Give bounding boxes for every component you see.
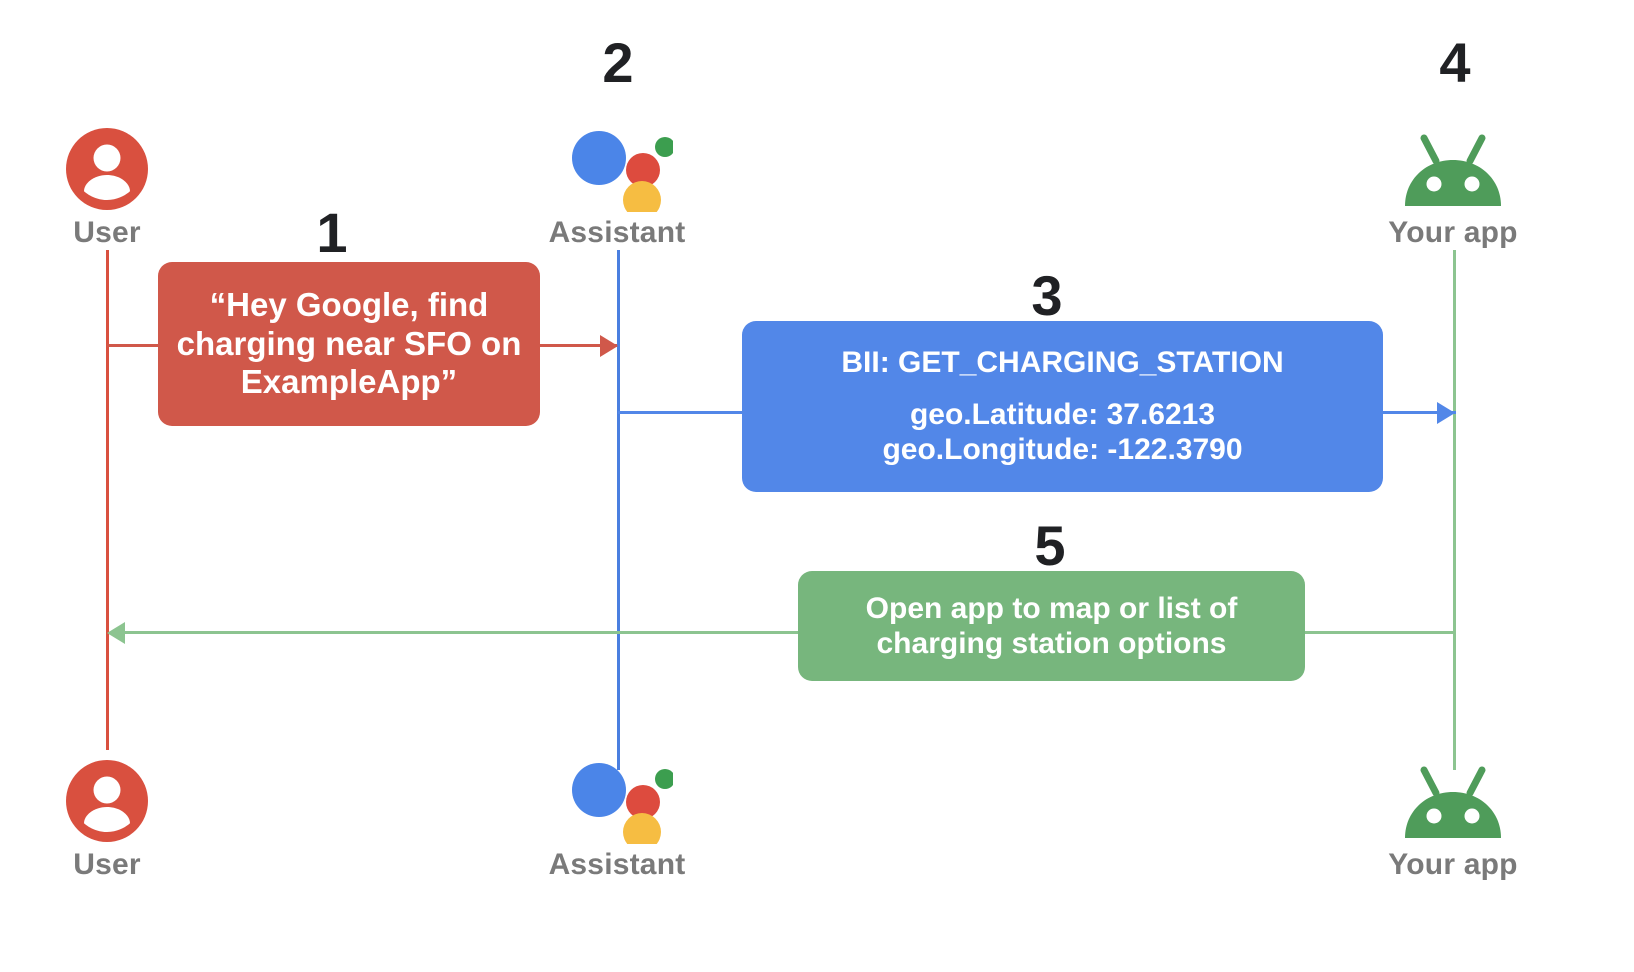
android-robot-icon xyxy=(1338,752,1568,844)
step-number-4: 4 xyxy=(1439,31,1471,94)
actor-label-assistant-bottom: Assistant xyxy=(548,848,686,881)
step-number-3: 3 xyxy=(1031,264,1063,327)
connector-app-to-user xyxy=(112,631,1456,634)
step-number-5: 5 xyxy=(1034,514,1066,577)
actor-your-app-bottom: Your app xyxy=(1338,752,1568,880)
step-number-1: 1 xyxy=(316,201,348,264)
lifeline-assistant xyxy=(617,250,620,770)
bii-param-latitude: geo.Latitude: 37.6213 xyxy=(909,397,1216,431)
bii-param-longitude: geo.Longitude: -122.3790 xyxy=(882,433,1243,467)
actor-user-top: User xyxy=(0,120,222,248)
message-line: Open app to map or list of xyxy=(865,591,1238,625)
arrowhead-user-to-assistant xyxy=(600,335,618,357)
arrowhead-assistant-to-app xyxy=(1437,402,1455,424)
arrowhead-app-to-user xyxy=(107,622,125,644)
android-robot-icon xyxy=(1338,120,1568,212)
actor-label-your-app-top: Your app xyxy=(1388,216,1518,249)
step-number-2: 2 xyxy=(602,31,634,94)
actor-label-user-bottom: User xyxy=(73,848,141,881)
lifeline-your-app xyxy=(1453,250,1456,770)
bii-intent-title: BII: GET_CHARGING_STATION xyxy=(841,346,1284,380)
actor-your-app-top: Your app xyxy=(1338,120,1568,248)
lifeline-user xyxy=(106,250,109,750)
message-box-user-request: “Hey Google, find charging near SFO on E… xyxy=(158,262,540,426)
actor-label-your-app-bottom: Your app xyxy=(1388,848,1518,881)
message-line: charging station options xyxy=(876,627,1227,660)
user-avatar-icon xyxy=(0,120,222,212)
message-line: charging near SFO on xyxy=(176,324,522,362)
actor-user-bottom: User xyxy=(0,752,222,880)
actor-assistant-bottom: Assistant xyxy=(502,752,732,880)
actor-assistant-top: Assistant xyxy=(502,120,732,248)
actor-label-assistant-top: Assistant xyxy=(548,216,686,249)
actor-label-user-top: User xyxy=(73,216,141,249)
message-box-bii-intent: BII: GET_CHARGING_STATION geo.Latitude: … xyxy=(742,321,1383,492)
message-box-app-response: Open app to map or list of charging stat… xyxy=(798,571,1305,681)
google-assistant-icon xyxy=(502,752,732,844)
google-assistant-icon xyxy=(502,120,732,212)
message-line: ExampleApp” xyxy=(240,363,458,401)
user-avatar-icon xyxy=(0,752,222,844)
message-line: “Hey Google, find xyxy=(209,285,489,323)
